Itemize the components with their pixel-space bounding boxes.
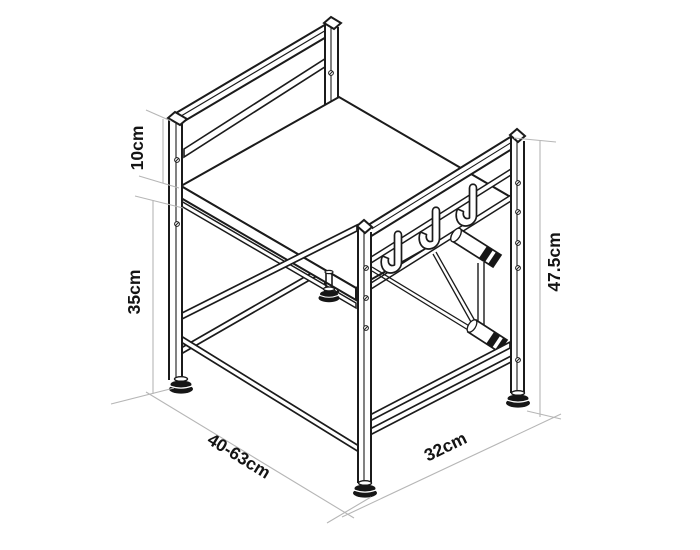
diagonal-brace-steep	[432, 251, 480, 332]
back-leg-stem	[324, 269, 334, 288]
dimension-lines	[110, 109, 562, 524]
left-post-cap	[166, 110, 189, 127]
left-post	[166, 110, 189, 380]
roll-holder	[450, 227, 509, 354]
adjustable-foot-back	[318, 286, 340, 303]
screw-hole	[328, 70, 334, 76]
dimension-label-leg-height: 35cm	[124, 270, 144, 315]
hook-panel-top-rail-edge	[364, 141, 513, 234]
j-hook-1	[380, 230, 403, 274]
front-post	[355, 218, 374, 484]
j-hook-2	[418, 206, 441, 250]
extension-line-shelf-top	[138, 175, 180, 189]
shelf	[178, 95, 517, 310]
adjustable-foot-front	[353, 480, 377, 498]
extension-line-shelf-bottom	[134, 195, 184, 209]
back-panel-top-rail-edge	[175, 25, 334, 120]
back-post-cap	[322, 15, 343, 31]
right-post	[508, 127, 527, 394]
screw-hole	[515, 180, 521, 363]
dimension-label-side-height: 47.5cm	[544, 232, 564, 291]
screw-hole	[174, 157, 180, 227]
dimension-line-depth	[341, 413, 562, 518]
extension-line-panel-top	[145, 109, 172, 122]
adjustable-foot-right	[506, 390, 530, 408]
extension-line-panel-right-top	[513, 137, 557, 143]
dimension-line-width	[145, 391, 355, 519]
diagonal-brace-shallow	[371, 266, 477, 334]
front-bottom-stretcher	[180, 334, 360, 454]
adjustable-foot-left	[169, 376, 193, 394]
extension-line-front-foot	[326, 496, 372, 524]
hook-panel	[355, 127, 527, 484]
screw-hole	[363, 265, 369, 331]
dimension-label-panel-height: 10cm	[127, 126, 147, 171]
dimension-label-width-range: 40-63cm	[204, 429, 274, 483]
hook-panel-bottom-rail-1	[367, 340, 511, 424]
extension-line-right-foot	[526, 410, 562, 420]
j-hook-3	[455, 183, 478, 227]
hook-panel-bottom-rail-2	[369, 353, 514, 437]
extension-line-left-foot	[110, 387, 175, 405]
